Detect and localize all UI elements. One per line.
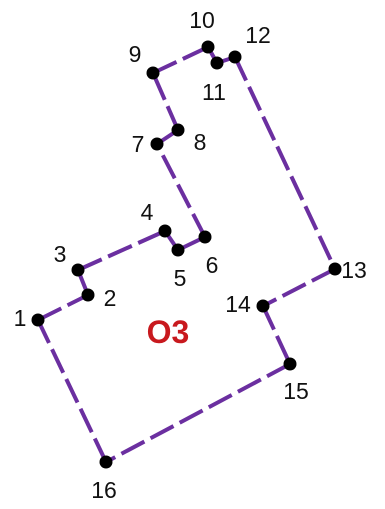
boundary-segment (36, 319, 108, 463)
boundary-point-marker (150, 137, 164, 151)
boundary-point-marker (210, 56, 224, 70)
boundary-point-marker (198, 230, 212, 244)
point-label: 15 (283, 378, 309, 404)
boundary-point-marker (328, 262, 342, 276)
area-label: O3 (147, 314, 190, 350)
boundary-point-marker (31, 313, 45, 327)
point-label: 3 (54, 241, 67, 267)
boundary-segment (233, 56, 337, 270)
point-label: 1 (14, 305, 27, 331)
boundary-segment (77, 229, 166, 272)
point-label: 9 (129, 41, 142, 67)
boundary-points (31, 40, 342, 469)
point-label: 13 (341, 257, 367, 283)
boundary-point-marker (158, 224, 172, 238)
boundary-lines (36, 45, 337, 464)
point-label: 4 (141, 199, 154, 225)
point-label: 8 (194, 129, 207, 155)
boundary-point-marker (146, 66, 160, 80)
boundary-point-marker (228, 50, 242, 64)
point-label: 16 (91, 477, 117, 503)
point-label: 10 (189, 7, 215, 33)
boundary-point-marker (81, 288, 95, 302)
point-label: 7 (132, 131, 145, 157)
point-label: 14 (225, 291, 251, 317)
point-label: 6 (206, 252, 219, 278)
boundary-segment (262, 267, 336, 308)
boundary-point-marker (283, 357, 297, 371)
boundary-point-marker (99, 455, 113, 469)
boundary-point-marker (256, 299, 270, 313)
boundary-segment (261, 305, 292, 365)
boundary-point-marker (71, 263, 85, 277)
boundary-segment (151, 72, 180, 131)
boundary-point-marker (201, 40, 215, 54)
boundary-point-marker (171, 243, 185, 257)
boundary-segment (105, 362, 291, 464)
boundary-segment (37, 293, 89, 322)
point-label: 2 (104, 285, 117, 311)
boundary-segment (155, 143, 207, 238)
point-label: 12 (245, 22, 271, 48)
point-label: 11 (202, 79, 226, 105)
boundary-point-marker (171, 123, 185, 137)
point-label: 5 (174, 265, 187, 291)
boundary-segment (152, 45, 209, 75)
